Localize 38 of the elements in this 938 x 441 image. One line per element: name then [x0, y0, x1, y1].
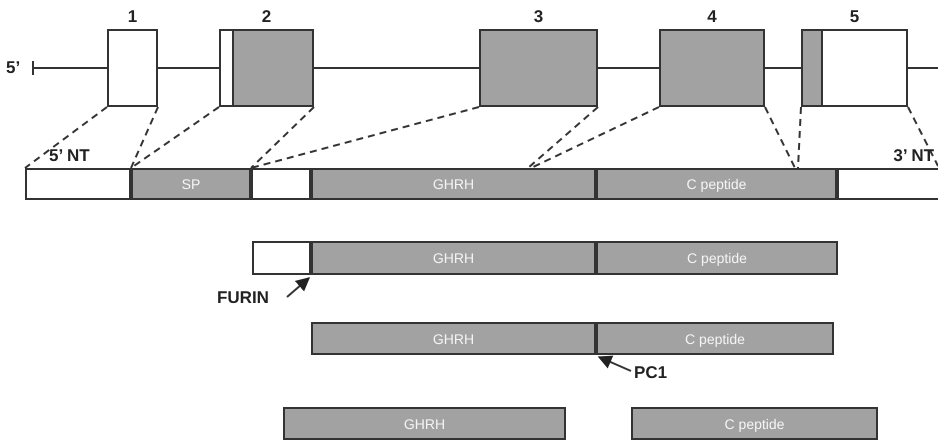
dashed-line	[527, 106, 599, 169]
protein-segment: GHRH	[311, 168, 596, 200]
protein-segment: C peptide	[596, 168, 837, 200]
exon-number: 2	[260, 7, 272, 27]
intron-line	[314, 67, 479, 69]
intron-line	[598, 67, 659, 69]
intron-line	[765, 67, 801, 69]
exon-number: 3	[532, 7, 544, 27]
exon-number: 1	[126, 7, 138, 27]
protein-segment: C peptide	[596, 322, 834, 355]
arrow	[286, 277, 310, 298]
intron-line	[908, 67, 938, 69]
intron-line	[158, 67, 219, 69]
protein-segment: GHRH	[283, 407, 566, 440]
dashed-line	[250, 106, 315, 169]
arrow	[598, 356, 632, 372]
protein-segment: C peptide	[631, 407, 878, 440]
region-label: 5’ NT	[49, 146, 90, 166]
intron-line	[32, 60, 108, 76]
protein-segment: GHRH	[311, 241, 596, 275]
dashed-line	[797, 106, 802, 168]
strand-label: 5’	[6, 58, 20, 78]
dashed-line	[764, 106, 796, 168]
dashed-line	[907, 106, 938, 166]
protein-segment: SP	[131, 168, 251, 200]
protein-segment: C peptide	[596, 241, 838, 275]
dashed-line	[250, 106, 480, 169]
dashed-line	[24, 106, 108, 169]
dashed-line	[530, 106, 660, 169]
enzyme-label: FURIN	[217, 288, 269, 308]
exon-number: 5	[848, 7, 860, 27]
enzyme-label: PC1	[634, 363, 668, 383]
dashed-line	[130, 106, 159, 168]
blank-segment	[251, 168, 311, 200]
exon-number: 4	[706, 7, 718, 27]
blank-segment	[252, 241, 311, 275]
protein-segment: GHRH	[311, 322, 596, 355]
region-label: 3’ NT	[893, 146, 934, 166]
